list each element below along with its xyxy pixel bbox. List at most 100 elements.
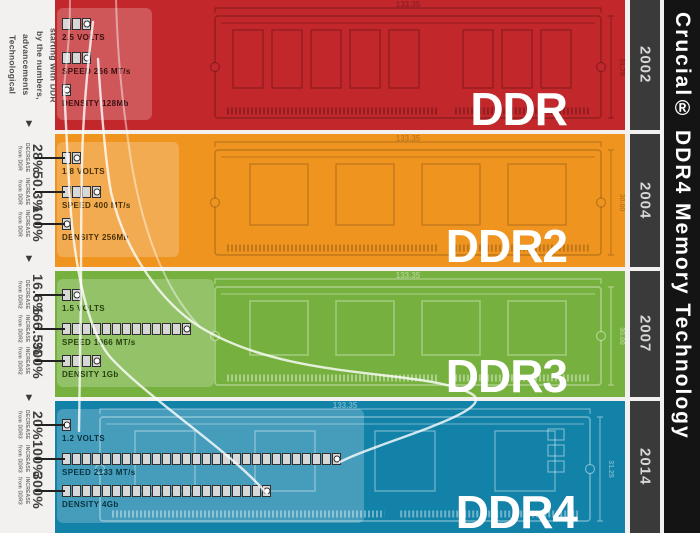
chip — [102, 485, 111, 497]
generation-label: DDR3 — [445, 350, 568, 397]
chip — [132, 453, 141, 465]
chip — [152, 485, 161, 497]
down-arrow-icon: ▼ — [23, 118, 35, 130]
chip — [62, 52, 71, 64]
stat-value: 166.5% — [30, 306, 46, 356]
year-box: 2004 — [630, 134, 660, 267]
chip-row-density — [62, 355, 102, 368]
chip — [142, 323, 151, 335]
stat-change: INCREASE — [24, 347, 30, 375]
chip — [142, 485, 151, 497]
stat-change: DECREASE — [24, 410, 30, 440]
chip — [122, 453, 131, 465]
stat-connector-line — [35, 424, 65, 426]
stat-from: from DDR — [16, 145, 23, 171]
spec-label: 2.5 VOLTS — [62, 33, 106, 42]
stat-change: DECREASE — [24, 143, 30, 173]
generation-label: DDR — [470, 83, 568, 130]
spec-label: 1.5 VOLTS — [62, 304, 106, 313]
chip — [242, 453, 251, 465]
stat-change: INCREASE — [24, 477, 30, 505]
chip — [132, 485, 141, 497]
chip — [182, 485, 191, 497]
chip-row-speed — [62, 453, 342, 466]
spec-label: DENSITY 1Gb — [62, 370, 119, 379]
generation-label: DDR2 — [445, 220, 568, 267]
stat-connector-line — [35, 223, 65, 225]
stat-connector-line — [35, 490, 65, 492]
chip — [312, 453, 321, 465]
chip — [152, 453, 161, 465]
year-box: 2007 — [630, 271, 660, 397]
svg-text:133.35: 133.35 — [396, 134, 421, 143]
chip — [162, 485, 171, 497]
chip — [72, 186, 81, 198]
chip — [142, 453, 151, 465]
chip — [192, 453, 201, 465]
svg-text:30.00: 30.00 — [618, 327, 625, 345]
generation-label: DDR4 — [455, 486, 578, 533]
stat-connector-line — [35, 157, 65, 159]
svg-text:30.00: 30.00 — [618, 194, 625, 212]
chip — [212, 453, 221, 465]
spec-label: SPEED 400 MT/s — [62, 201, 131, 210]
stat-change: INCREASE — [24, 210, 30, 238]
chip — [292, 453, 301, 465]
spec-label: DENSITY 4Gb — [62, 500, 119, 509]
chip — [72, 289, 81, 301]
chip-row-volts — [62, 152, 82, 165]
spec-label: SPEED 1066 MT/s — [62, 338, 136, 347]
chip — [322, 453, 331, 465]
down-arrow-icon: ▼ — [23, 253, 35, 265]
chip-row-density — [62, 485, 272, 498]
chip — [72, 18, 81, 30]
chip — [132, 323, 141, 335]
chip — [102, 453, 111, 465]
chip — [202, 453, 211, 465]
intro-line: starting with DDR — [48, 27, 59, 103]
chip — [92, 323, 101, 335]
stat-from: from DDR2 — [16, 281, 23, 309]
chip-row-speed — [62, 52, 92, 65]
down-arrow-icon: ▼ — [23, 392, 35, 404]
chip — [302, 453, 311, 465]
chip — [72, 52, 81, 64]
chip — [222, 485, 231, 497]
chip — [82, 18, 91, 30]
intro-line: by the numbers, — [34, 30, 45, 100]
chip — [192, 485, 201, 497]
chip — [72, 323, 81, 335]
chip — [72, 485, 81, 497]
stat-from: from DDR — [16, 211, 23, 237]
chip — [172, 453, 181, 465]
chip — [112, 453, 121, 465]
chip — [202, 485, 211, 497]
chip — [62, 84, 71, 96]
year-label: 2002 — [636, 46, 654, 84]
stat-connector-line — [35, 294, 65, 296]
svg-text:133.35: 133.35 — [396, 0, 421, 9]
spec-label: DENSITY 256Mb — [62, 233, 129, 242]
chip-row-volts — [62, 289, 82, 302]
year-label: 2004 — [636, 181, 654, 220]
chip — [172, 323, 181, 335]
chip — [262, 485, 271, 497]
chip — [282, 453, 291, 465]
chip — [82, 453, 91, 465]
chip — [152, 323, 161, 335]
chip — [162, 323, 171, 335]
chip — [112, 323, 121, 335]
spec-label: 1.2 VOLTS — [62, 434, 106, 443]
spec-label: DENSITY 128Mb — [62, 99, 129, 108]
chip — [252, 485, 261, 497]
chip — [122, 323, 131, 335]
spec-label: SPEED 2133 MT/s — [62, 468, 136, 477]
chip — [82, 52, 91, 64]
stat-change: INCREASE — [24, 445, 30, 473]
chip-row-density — [62, 84, 72, 97]
chip — [92, 453, 101, 465]
chip-row-volts — [62, 18, 92, 31]
